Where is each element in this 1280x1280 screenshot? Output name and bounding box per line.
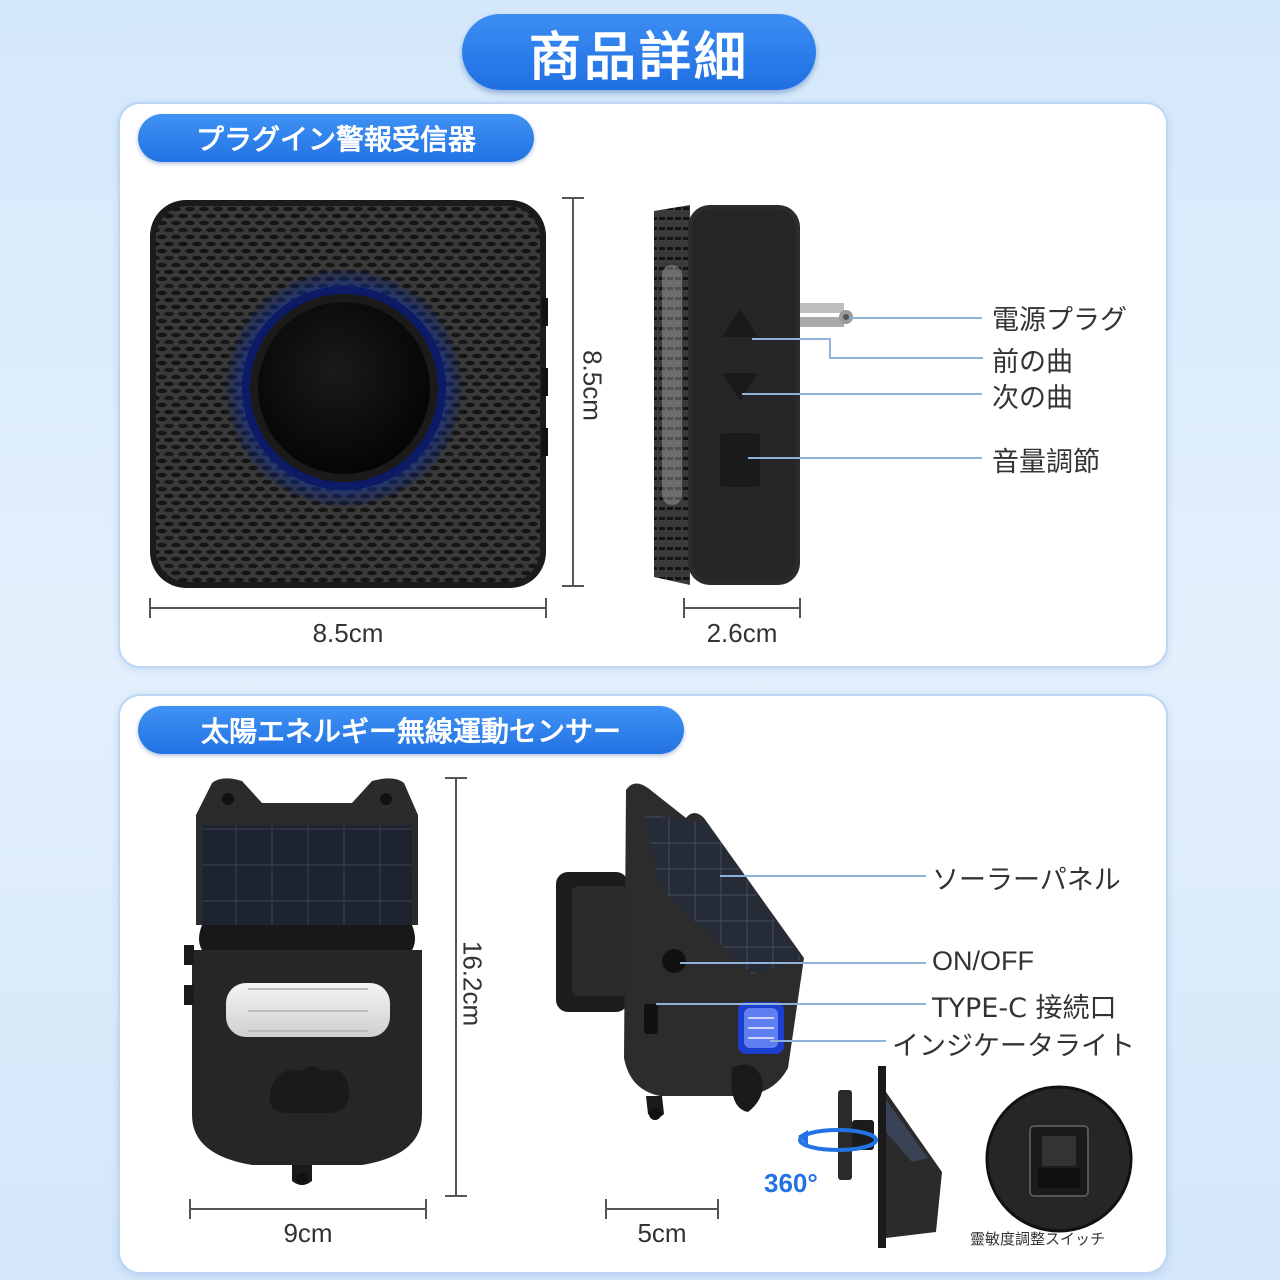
sensor-height-dimension-line (455, 778, 457, 1196)
sensor-mounted-image (878, 1066, 942, 1248)
receiver-depth-tick-left (683, 598, 685, 618)
receiver-depth-label: 2.6cm (706, 618, 778, 648)
sensor-front-image (184, 778, 422, 1185)
receiver-width-dimension-line (150, 607, 546, 609)
sensitivity-switch-caption: 靈敏度調整スイッチ (970, 1230, 1106, 1248)
receiver-height-dimension-line (572, 198, 574, 586)
receiver-front-image (150, 200, 548, 588)
receiver-height-label: 8.5cm (577, 350, 608, 421)
callout-line-next-track (742, 393, 982, 395)
sensor-depth-tick-left (605, 1199, 607, 1219)
sensor-depth-label: 5cm (637, 1218, 687, 1248)
rotation-icon (798, 1090, 878, 1180)
callout-type-c: TYPE-C 接続口 (932, 993, 1117, 1024)
sensor-width-tick-right (425, 1199, 427, 1219)
callout-line-on-off (680, 962, 926, 964)
receiver-depth-tick-right (799, 598, 801, 618)
receiver-width-tick-left (149, 598, 151, 618)
callout-line-solar-panel (720, 875, 926, 877)
sensor-height-label: 16.2cm (457, 940, 488, 1027)
sensor-depth-tick-right (717, 1199, 719, 1219)
receiver-depth-dimension-line (684, 607, 800, 609)
receiver-height-tick-bottom (562, 585, 584, 587)
callout-line-prev-track (752, 338, 830, 340)
sensor-width-dimension-line (190, 1208, 426, 1210)
callout-solar-panel: ソーラーパネル (932, 865, 1121, 896)
sensitivity-switch-image (985, 1085, 1133, 1233)
sensor-side-image (556, 783, 804, 1120)
rotation-label: 360° (764, 1168, 818, 1198)
sensor-width-tick-left (189, 1199, 191, 1219)
sensor-depth-dimension-line (606, 1208, 718, 1210)
receiver-height-tick-top (562, 197, 584, 199)
callout-indicator: インジケータライト (892, 1031, 1135, 1062)
callout-power-plug: 電源プラグ (992, 305, 1127, 336)
callout-line-power-plug (850, 317, 982, 319)
sensor-width-label: 9cm (283, 1218, 333, 1248)
callout-volume: 音量調節 (992, 447, 1100, 478)
sensor-height-tick-bottom (445, 1195, 467, 1197)
callout-line-volume (748, 457, 982, 459)
callout-line-prev-track-vertical (829, 338, 831, 358)
receiver-width-tick-right (545, 598, 547, 618)
callout-on-off: ON/OFF (932, 946, 1034, 976)
receiver-section-label: プラグイン警報受信器 (138, 114, 534, 162)
sensor-height-tick-top (445, 777, 467, 779)
callout-line-indicator (770, 1040, 886, 1042)
sensor-section-label: 太陽エネルギー無線運動センサー (138, 706, 684, 754)
callout-line-prev-track-horizontal (829, 357, 983, 359)
callout-line-type-c (656, 1003, 926, 1005)
page-title: 商品詳細 (462, 14, 816, 90)
callout-next-track: 次の曲 (992, 383, 1073, 414)
receiver-side-image (654, 205, 853, 585)
receiver-width-label: 8.5cm (312, 618, 384, 648)
callout-prev-track: 前の曲 (992, 347, 1073, 378)
